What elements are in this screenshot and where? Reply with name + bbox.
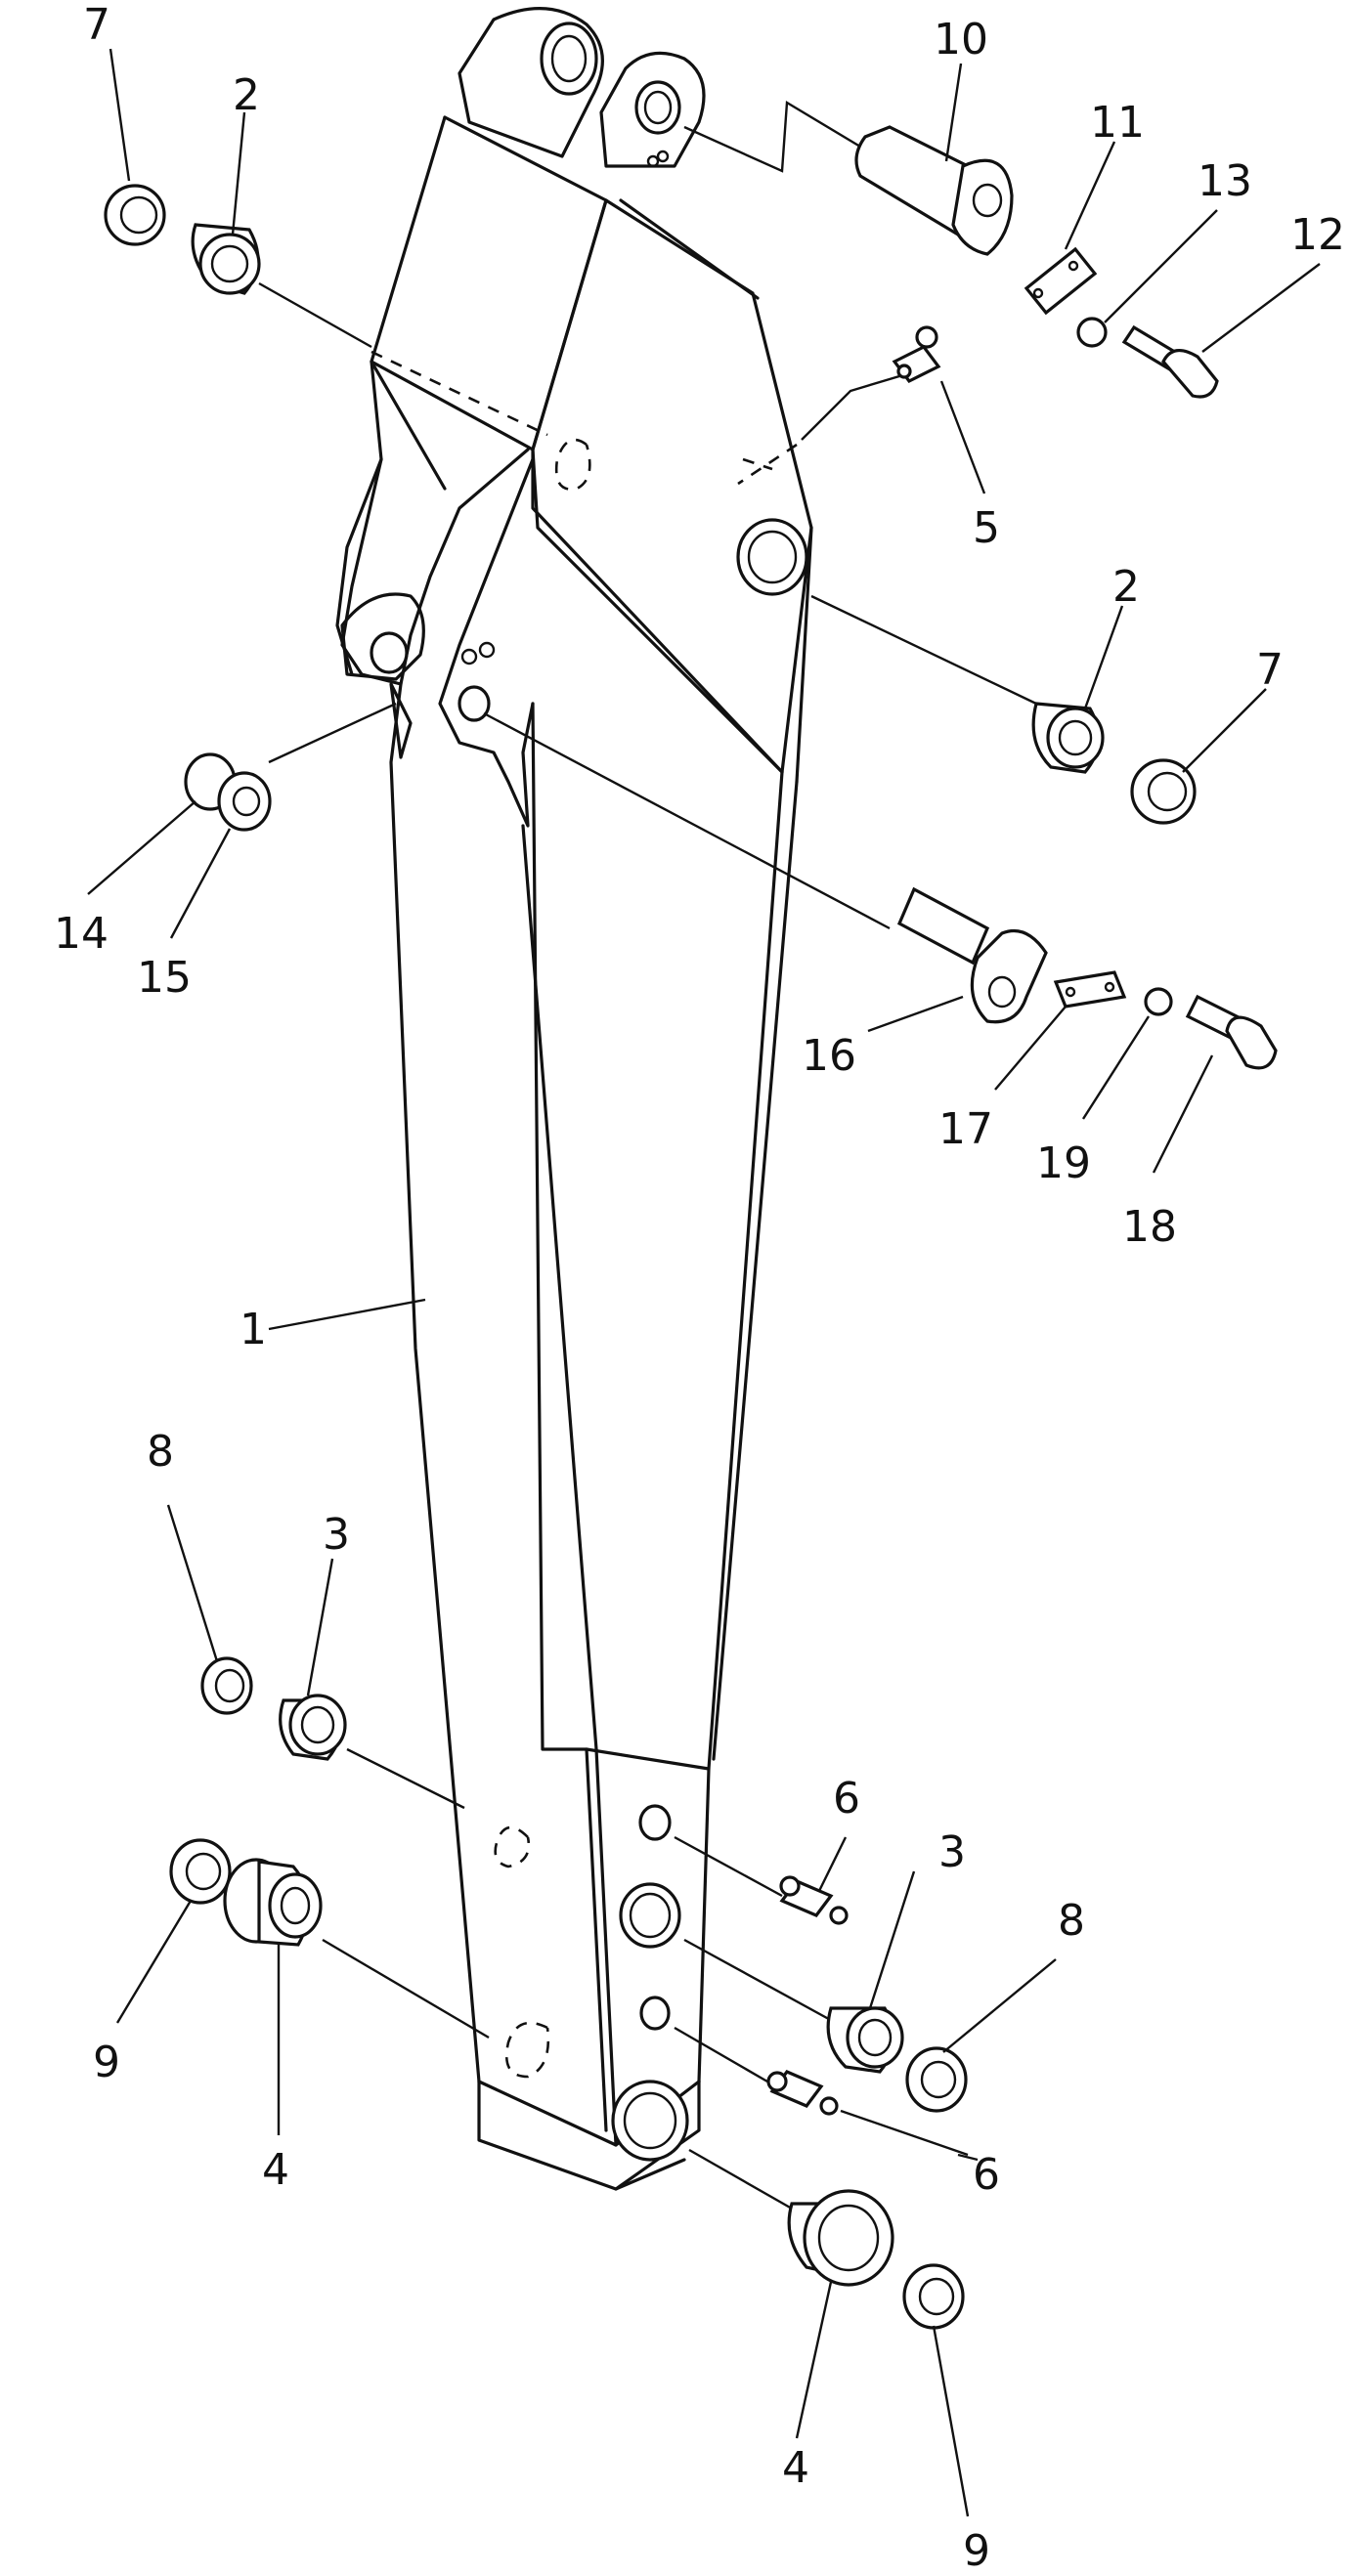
- pin-16: [896, 886, 1048, 1024]
- callout-16: 16: [802, 1031, 856, 1081]
- callout-3-right: 3: [938, 1827, 966, 1877]
- callout-3-left: 3: [323, 1510, 350, 1560]
- callout-2-right: 2: [1112, 562, 1140, 612]
- shim-15: [217, 771, 272, 832]
- callout-14: 14: [54, 909, 109, 959]
- callout-labels: 7 2 10 11 13 12 5 2 7 14 15 16 17 19 18 …: [54, 0, 1345, 2576]
- seal-ring-8-right: [905, 2046, 968, 2113]
- callout-12: 12: [1290, 210, 1345, 260]
- callout-6-top: 6: [833, 1774, 860, 1824]
- bushing-2-top: [191, 223, 261, 295]
- bolt-12: [1121, 324, 1219, 399]
- seal-ring-8-left: [200, 1656, 253, 1715]
- callout-7-top: 7: [83, 0, 110, 50]
- callout-8-right: 8: [1058, 1896, 1085, 1946]
- bushing-2-right: [1031, 702, 1105, 774]
- callout-9-bottom: 9: [963, 2526, 990, 2571]
- callout-4-left: 4: [262, 2145, 289, 2195]
- callout-13: 13: [1198, 156, 1252, 206]
- callout-2-top: 2: [233, 70, 260, 120]
- arm-body: [335, 7, 813, 2191]
- callout-10: 10: [934, 15, 988, 64]
- seal-ring-9-left: [169, 1838, 232, 1905]
- callout-7-right: 7: [1256, 645, 1284, 695]
- callout-9-left: 9: [93, 2038, 120, 2087]
- grease-fitting-6-lower: [766, 2070, 839, 2116]
- callout-15: 15: [137, 953, 192, 1003]
- callout-17: 17: [938, 1104, 993, 1154]
- plate-17: [1053, 970, 1127, 1009]
- callout-11: 11: [1090, 98, 1145, 148]
- seal-ring-9-right: [902, 2263, 965, 2330]
- flanged-bushing-4-right: [787, 2189, 894, 2287]
- callout-18: 18: [1122, 1202, 1177, 1252]
- callout-19: 19: [1036, 1138, 1091, 1188]
- washer-13: [1076, 317, 1108, 348]
- callout-8-left: 8: [147, 1427, 174, 1477]
- bushing-3-right: [826, 2006, 904, 2074]
- callout-4-right: 4: [782, 2443, 809, 2493]
- loose-parts: [104, 100, 1278, 2330]
- bushing-3-left: [279, 1694, 347, 1761]
- callout-5: 5: [973, 503, 1000, 553]
- plate-11: [1024, 246, 1098, 316]
- washer-19: [1144, 987, 1173, 1016]
- seal-ring-7-right: [1130, 758, 1197, 825]
- bolt-18: [1185, 994, 1278, 1070]
- callout-1: 1: [240, 1305, 267, 1354]
- grease-fitting-5: [892, 325, 941, 384]
- callout-6-bottom: 6: [973, 2150, 1000, 2200]
- seal-ring-7-top: [104, 184, 166, 246]
- pin-10: [854, 125, 1014, 256]
- flanged-bushing-4-left: [223, 1858, 323, 1947]
- grease-fitting-6-upper: [779, 1875, 849, 1925]
- leader-lines: [87, 48, 1321, 2517]
